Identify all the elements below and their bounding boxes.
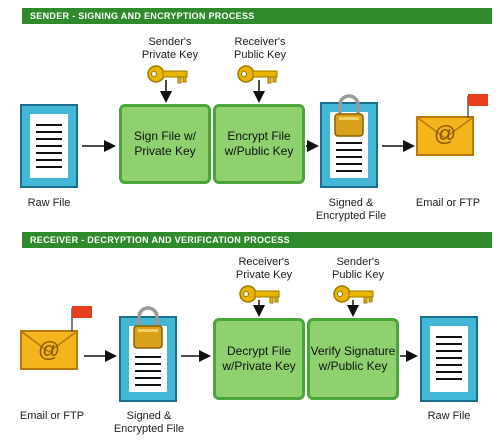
receiver-public-key-icon <box>237 65 278 84</box>
signed-encrypted-label: Signed &Encrypted File <box>315 197 387 222</box>
receiver-envelope-detail: @ <box>21 331 77 362</box>
receiver-signed-encrypted-label: Signed &Encrypted File <box>113 410 185 435</box>
flag-icon <box>467 94 488 118</box>
receiver-signed-encrypted-document-icon <box>119 316 177 402</box>
receiver-padlock-icon <box>132 306 164 350</box>
raw-file-label: Raw File <box>27 197 71 209</box>
receiver-email-ftp-label: Email or FTP <box>19 410 85 422</box>
sender-banner: SENDER - SIGNING AND ENCRYPTION PROCESS <box>22 8 492 24</box>
raw-file-document-icon <box>20 104 78 188</box>
receiver-raw-file-label: Raw File <box>427 410 471 422</box>
envelope-icon <box>416 116 474 156</box>
receiver-flag-icon <box>71 306 92 332</box>
envelope-detail: @ <box>417 117 473 146</box>
svg-text:@: @ <box>434 121 456 146</box>
receiver-raw-file-document-icon <box>420 316 478 402</box>
email-ftp-label: Email or FTP <box>415 197 481 209</box>
sign-file-step: Sign File w/Private Key <box>119 104 211 184</box>
sender-private-key-icon <box>147 65 188 84</box>
padlock-icon <box>333 94 365 138</box>
svg-text:@: @ <box>38 337 60 362</box>
receiver-envelope-icon <box>20 330 78 370</box>
receiver-banner: RECEIVER - DECRYPTION AND VERIFICATION P… <box>22 232 492 248</box>
